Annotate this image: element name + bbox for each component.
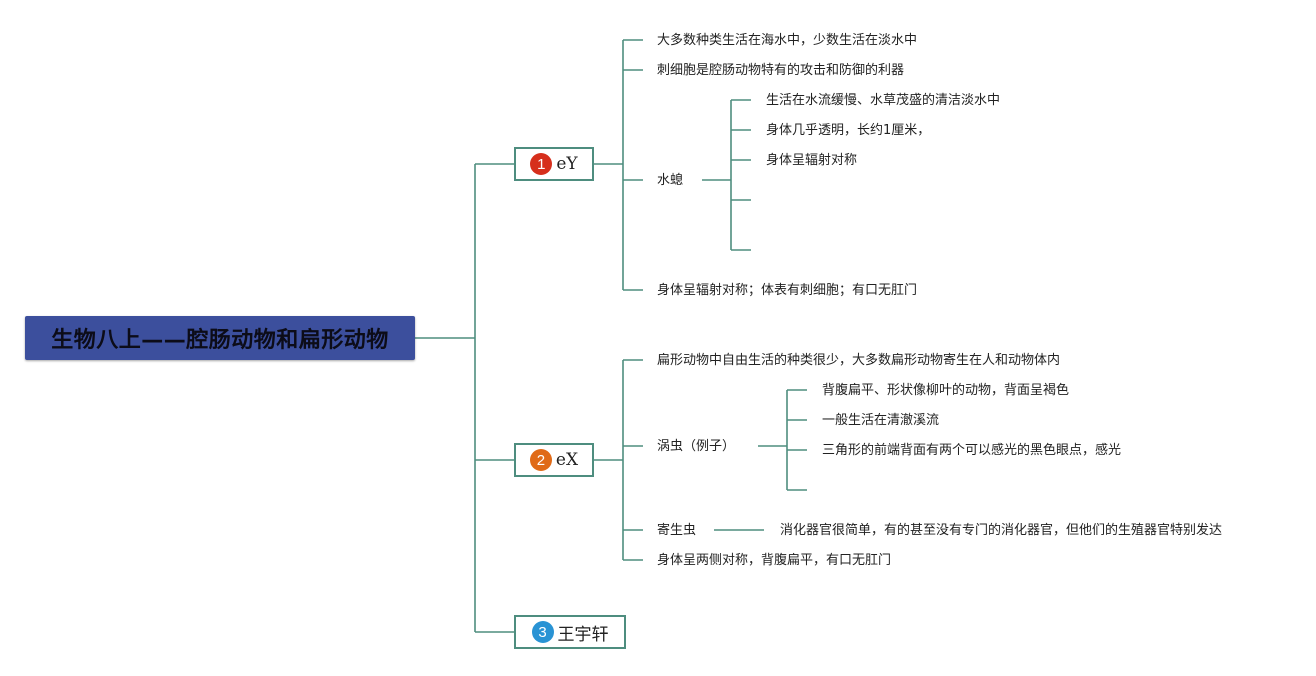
topic-hydra[interactable]: 水螅	[657, 173, 684, 188]
hydra-item[interactable]: 生活在水流缓慢、水草茂盛的清洁淡水中	[766, 93, 1001, 108]
number-2-icon: 2	[529, 449, 552, 471]
planaria-item[interactable]: 背腹扁平、形状像柳叶的动物，背面呈褐色	[822, 383, 1070, 398]
branch-3-node[interactable]: 3 王宇轩	[514, 615, 626, 649]
planaria-item[interactable]: 一般生活在清澈溪流	[822, 413, 940, 428]
branch-3-label: 王宇轩	[557, 624, 609, 645]
topic-cnidocyte[interactable]: 刺细胞是腔肠动物特有的攻击和防御的利器	[657, 63, 905, 78]
hydra-item[interactable]: 身体呈辐射对称	[766, 153, 858, 168]
branch-2-label: eX	[555, 450, 579, 470]
topic-habitat[interactable]: 大多数种类生活在海水中，少数生活在淡水中	[657, 33, 918, 48]
root-title: 生物八上——腔肠动物和扁形动物	[51, 328, 389, 353]
planaria-item[interactable]: 三角形的前端背面有两个可以感光的黑色眼点，感光	[822, 443, 1122, 458]
number-1-icon: 1	[530, 153, 553, 175]
root-topic[interactable]: 生物八上——腔肠动物和扁形动物	[25, 316, 415, 360]
topic-parasite[interactable]: 寄生虫	[657, 523, 697, 538]
topic-summary-2[interactable]: 身体呈两侧对称，背腹扁平，有口无肛门	[657, 553, 892, 568]
branch-1-label: eY	[556, 154, 578, 174]
parasite-detail[interactable]: 消化器官很简单，有的甚至没有专门的消化器官，但他们的生殖器官特别发达	[780, 523, 1223, 538]
branch-2-node[interactable]: 2 eX	[514, 443, 594, 477]
topic-planaria[interactable]: 涡虫（例子）	[657, 439, 736, 454]
topic-summary-1[interactable]: 身体呈辐射对称；体表有刺细胞；有口无肛门	[657, 283, 918, 298]
number-3-icon: 3	[531, 621, 554, 643]
branch-1-node[interactable]: 1 eY	[514, 147, 594, 181]
topic-flatworm-intro[interactable]: 扁形动物中自由生活的种类很少，大多数扁形动物寄生在人和动物体内	[657, 353, 1061, 368]
hydra-item[interactable]: 身体几乎透明，长约1厘米，	[766, 123, 931, 138]
